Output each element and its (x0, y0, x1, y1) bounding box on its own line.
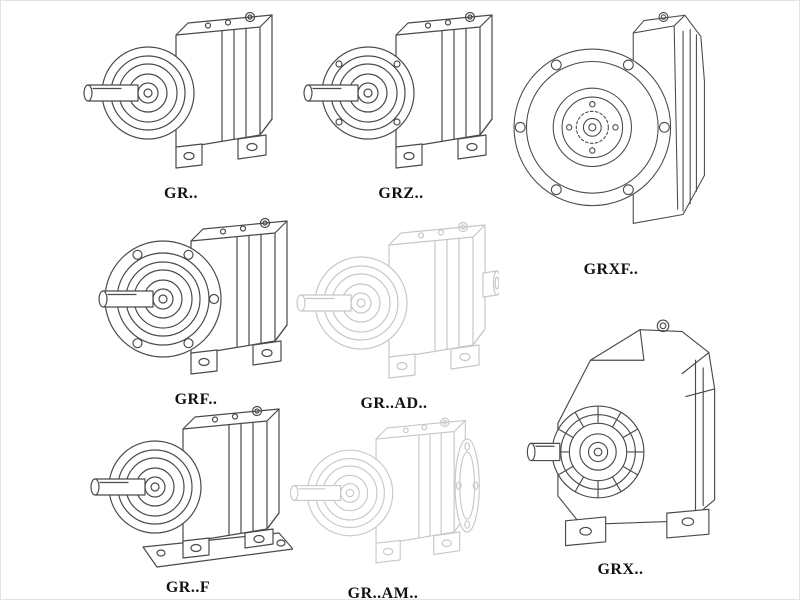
output-bearing-boss (321, 46, 415, 140)
model-label-grx: GRX.. (597, 561, 644, 578)
grxf-gearbox-illustration (513, 12, 705, 224)
gear-housing (175, 11, 273, 169)
figure-gr-ad: GR..AD.. (289, 213, 499, 413)
gr-f-gearbox-illustration (90, 405, 293, 568)
grx-gearbox-illustration (526, 319, 716, 547)
gear-housing (395, 11, 493, 169)
figure-grx: GRX.. (493, 301, 748, 579)
grf-gearbox-illustration (98, 217, 288, 375)
motor-adapter-flange (454, 438, 480, 533)
output-bearing-boss (306, 449, 394, 537)
model-label-grxf: GRXF.. (583, 261, 639, 278)
figure-grz: GRZ.. (296, 3, 506, 203)
model-label-gr: GR.. (164, 185, 198, 202)
model-label-grz: GRZ.. (378, 185, 424, 202)
output-shaft (289, 485, 342, 501)
gear-housing (182, 405, 280, 559)
gr-gearbox-illustration (83, 11, 273, 169)
output-bearing-boss (552, 87, 632, 168)
figure-gr: GR.. (76, 3, 286, 203)
output-shaft (296, 294, 352, 312)
model-label-grf: GRF.. (174, 391, 218, 408)
figure-grxf: GRXF.. (486, 1, 736, 279)
figure-grf: GRF.. (91, 209, 301, 409)
model-label-gr-ad: GR..AD.. (360, 395, 428, 412)
grz-gearbox-illustration (303, 11, 493, 169)
mounting-feet (564, 508, 710, 547)
gr-am-gearbox-illustration (289, 417, 480, 564)
model-label-gr-am: GR..AM.. (347, 585, 419, 600)
output-shaft (98, 290, 154, 308)
gear-housing (375, 417, 466, 564)
gr-ad-gearbox-illustration (296, 221, 499, 379)
output-bearing-boss (108, 440, 202, 534)
gear-housing (388, 221, 486, 379)
figure-gr-am: GR..AM.. (283, 403, 483, 600)
output-shaft (83, 84, 139, 102)
output-shaft (303, 84, 359, 102)
output-shaft (526, 442, 561, 462)
output-shaft (90, 478, 146, 496)
model-label-gr-f: GR..F (165, 579, 211, 596)
figure-gr-f: GR..F (83, 397, 293, 597)
input-shaft-adapter (482, 270, 499, 298)
output-bearing-boss (116, 252, 210, 346)
output-bearing-boss (551, 405, 645, 499)
